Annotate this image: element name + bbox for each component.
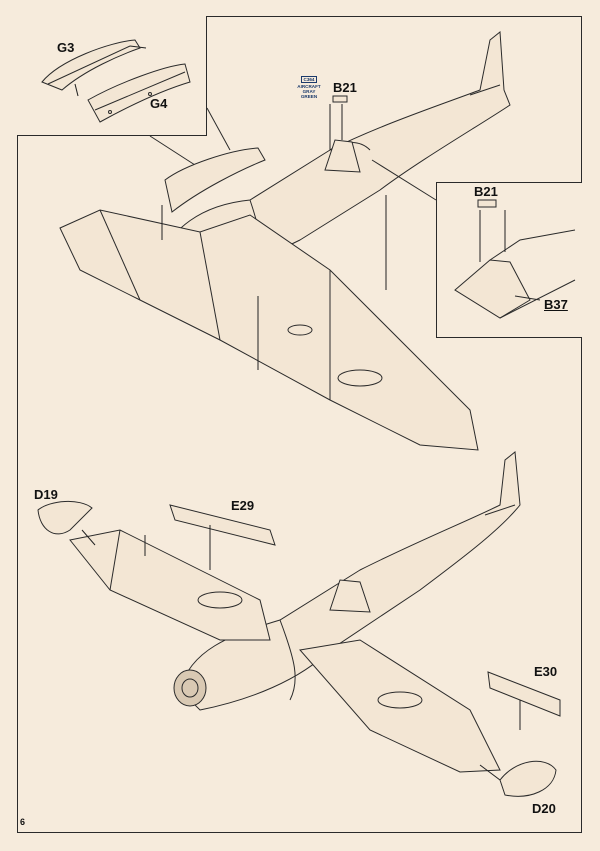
paint-name-line1: AIRCRAFT — [297, 84, 321, 89]
label-g4: G4 — [150, 96, 168, 111]
lower-nose — [173, 669, 207, 707]
upper-wing — [59, 209, 479, 451]
label-e29: E29 — [231, 498, 255, 513]
part-d20-wingtip — [499, 760, 557, 797]
paint-code: C364 — [301, 76, 317, 83]
upper-cowl-top-panel — [164, 147, 266, 213]
lower-wing-left — [69, 529, 271, 641]
label-e30: E30 — [534, 664, 558, 679]
label-b21-inset: B21 — [474, 184, 498, 199]
lower-wing-right — [299, 639, 501, 773]
upper-windscreen — [324, 139, 361, 173]
page-number: 6 — [20, 817, 26, 827]
paint-callout: C364 AIRCRAFT GRAY GREEN — [296, 76, 322, 99]
part-d19-wingtip — [37, 501, 93, 535]
paint-name-line2: GRAY GREEN — [300, 89, 318, 99]
lower-windscreen — [329, 579, 371, 613]
part-e29-aileron — [169, 504, 276, 546]
label-d19: D19 — [34, 487, 58, 502]
label-g3: G3 — [57, 40, 75, 55]
label-b37: B37 — [544, 297, 568, 312]
page-frame — [17, 16, 582, 833]
cowl-panel-g3 — [41, 39, 141, 91]
cowl-panel-g4 — [87, 63, 191, 123]
inset-windscreen — [454, 199, 576, 319]
label-b21-main: B21 — [333, 80, 357, 95]
part-e30-aileron — [487, 671, 561, 717]
part-b21-clear — [332, 95, 348, 103]
label-d20: D20 — [532, 801, 556, 816]
